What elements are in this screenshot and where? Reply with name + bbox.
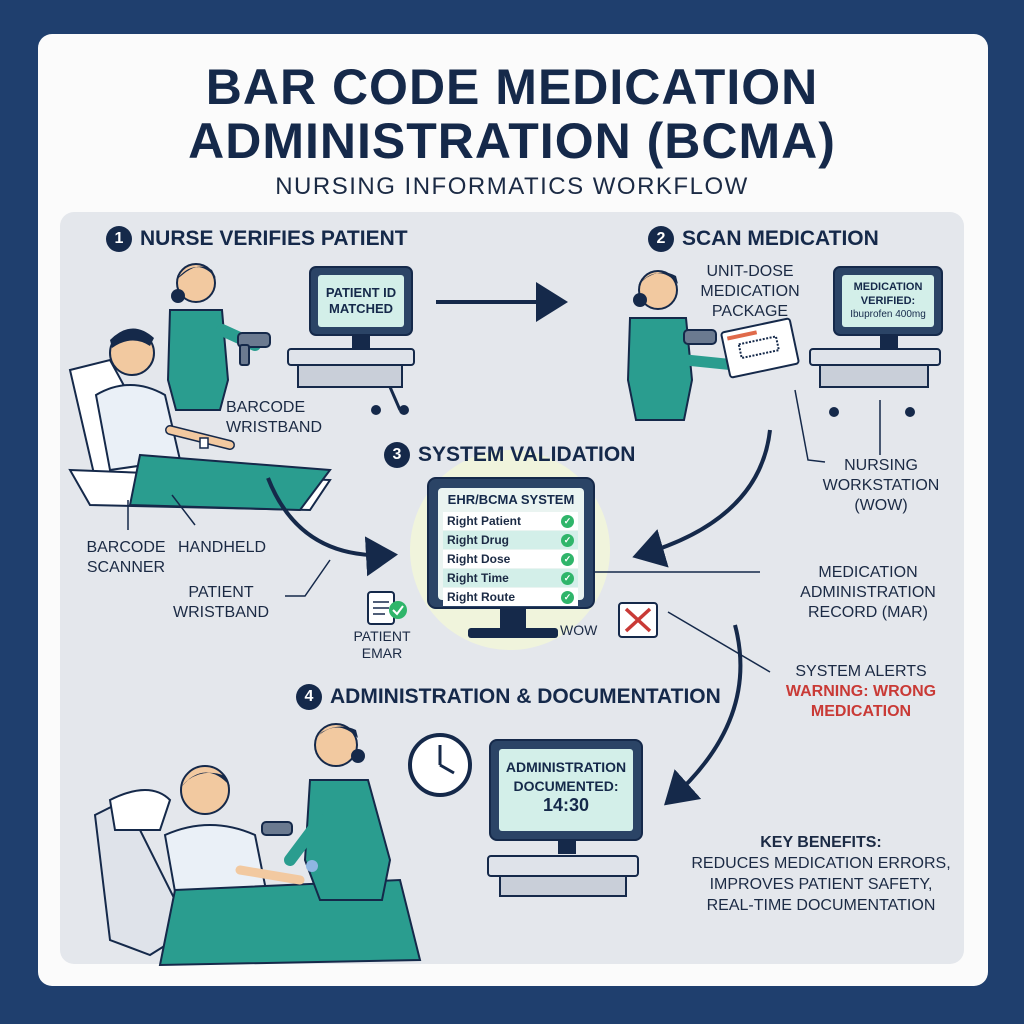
check-label: Right Dose xyxy=(447,552,511,566)
benefit-line-1: REDUCES MEDICATION ERRORS, xyxy=(691,855,951,872)
barcode-wristband-line-1: BARCODE xyxy=(226,399,306,416)
barcode-scanner-line-2: SCANNER xyxy=(86,559,166,576)
step-3-number: 3 xyxy=(384,442,410,468)
patient-emar-line-2: EMAR xyxy=(361,645,403,661)
unit-dose-line-2: MEDICATION xyxy=(700,283,800,300)
monitor-patient-id xyxy=(287,266,415,415)
admin-line-1: ADMINISTRATION xyxy=(505,759,627,775)
key-benefits-heading: KEY BENEFITS: xyxy=(760,834,882,851)
step-4-heading: 4 ADMINISTRATION & DOCUMENTATION xyxy=(296,684,721,710)
patient-bed-scene-1 xyxy=(68,328,332,512)
monitor-admin-documented xyxy=(487,739,643,897)
medication-package xyxy=(720,317,800,379)
alert-x-icon xyxy=(618,602,658,638)
nursing-workstation-line-3: (WOW) xyxy=(854,497,908,514)
barcode-scanner-line-1: BARCODE xyxy=(86,539,166,556)
title-line-1: BAR CODE MEDICATION xyxy=(205,59,819,115)
patient-wristband-line-2: WRISTBAND xyxy=(173,604,269,621)
mar-line-3: RECORD (MAR) xyxy=(808,604,928,621)
nursing-workstation-line-2: WORKSTATION xyxy=(822,477,940,494)
checkmark-icon: ✓ xyxy=(561,590,574,604)
step-2-label: SCAN MEDICATION xyxy=(682,227,879,250)
step-3-heading: 3 SYSTEM VALIDATION xyxy=(384,442,635,468)
title-line-2: ADMINISTRATION (BCMA) xyxy=(188,113,836,169)
checkmark-icon: ✓ xyxy=(561,514,574,528)
patient-bed-scene-4 xyxy=(93,765,422,967)
nursing-workstation-line-1: NURSING xyxy=(844,457,918,474)
step-1-number: 1 xyxy=(106,226,132,252)
subtitle: NURSING INFORMATICS WORKFLOW xyxy=(275,173,749,200)
mar-label: MEDICATION ADMINISTRATION RECORD (MAR) xyxy=(788,563,948,623)
med-verified-line-1: MEDICATION xyxy=(853,281,923,293)
benefit-line-2: IMPROVES PATIENT SAFETY, xyxy=(709,876,933,893)
system-alerts-label: SYSTEM ALERTS WARNING: WRONG MEDICATION xyxy=(776,662,946,722)
clock-icon xyxy=(408,733,472,797)
step-4-number: 4 xyxy=(296,684,322,710)
monitor-med-verified xyxy=(809,266,943,455)
warning-line-2: MEDICATION xyxy=(810,703,912,720)
nurse-figure-4 xyxy=(261,723,392,901)
key-benefits: KEY BENEFITS: REDUCES MEDICATION ERRORS,… xyxy=(686,832,956,916)
patient-emar-label: PATIENT EMAR xyxy=(344,628,420,662)
med-verified-line-2: VERIFIED: xyxy=(860,295,916,307)
ehr-system-title: EHR/BCMA SYSTEM xyxy=(447,492,575,507)
checkmark-icon: ✓ xyxy=(561,571,574,585)
check-row: Right Route ✓ xyxy=(443,588,578,606)
patient-wristband-line-1: PATIENT xyxy=(188,584,254,601)
step-2-number: 2 xyxy=(648,226,674,252)
barcode-scanner-label: BARCODE SCANNER xyxy=(76,538,176,578)
med-verified-drug: Ibuprofen 400mg xyxy=(850,309,926,320)
warning-line-1: WARNING: WRONG xyxy=(785,683,937,700)
patient-id-line-1: PATIENT ID xyxy=(325,285,397,300)
nursing-workstation-label: NURSING WORKSTATION (WOW) xyxy=(816,456,946,516)
patient-wristband-label: PATIENT WRISTBAND xyxy=(166,583,276,623)
step-2-heading: 2 SCAN MEDICATION xyxy=(648,226,879,252)
check-label: Right Route xyxy=(447,590,515,604)
checkmark-icon: ✓ xyxy=(561,533,574,547)
patient-id-screen: PATIENT ID MATCHED xyxy=(318,285,404,317)
check-label: Right Patient xyxy=(447,514,521,528)
handheld-label: HANDHELD xyxy=(178,539,267,556)
unit-dose-line-3: PACKAGE xyxy=(711,303,789,320)
rights-checklist: Right Patient ✓ Right Drug ✓ Right Dose ✓ R… xyxy=(443,512,578,607)
step-1-label: NURSE VERIFIES PATIENT xyxy=(140,227,408,250)
nurse-figure-1 xyxy=(166,263,271,411)
system-alerts-line: SYSTEM ALERTS xyxy=(795,663,927,680)
patient-id-line-2: MATCHED xyxy=(328,301,394,316)
check-row: Right Time ✓ xyxy=(443,569,578,587)
step-1-heading: 1 NURSE VERIFIES PATIENT xyxy=(106,226,408,252)
admin-documented-screen: ADMINISTRATION DOCUMENTED: 14:30 xyxy=(499,758,633,815)
unit-dose-label: UNIT-DOSE MEDICATION PACKAGE xyxy=(690,262,810,322)
step-3-label: SYSTEM VALIDATION xyxy=(418,443,636,466)
checkmark-icon: ✓ xyxy=(561,552,574,566)
emar-clipboard-icon xyxy=(367,591,407,625)
wow-label: WOW xyxy=(560,622,598,638)
benefit-line-3: REAL-TIME DOCUMENTATION xyxy=(706,897,936,914)
admin-time: 14:30 xyxy=(542,795,590,815)
patient-emar-line-1: PATIENT xyxy=(353,628,411,644)
check-label: Right Time xyxy=(447,571,509,585)
check-row: Right Dose ✓ xyxy=(443,550,578,568)
check-row: Right Drug ✓ xyxy=(443,531,578,549)
barcode-wristband-label: BARCODE WRISTBAND xyxy=(226,398,322,438)
check-row: Right Patient ✓ xyxy=(443,512,578,530)
step-4-label: ADMINISTRATION & DOCUMENTATION xyxy=(330,685,721,708)
admin-line-2: DOCUMENTED: xyxy=(513,778,619,794)
med-verified-screen: MEDICATION VERIFIED: Ibuprofen 400mg xyxy=(842,280,934,322)
unit-dose-line-1: UNIT-DOSE xyxy=(706,263,794,280)
check-label: Right Drug xyxy=(447,533,509,547)
mar-line-1: MEDICATION xyxy=(818,564,918,581)
barcode-wristband-line-2: WRISTBAND xyxy=(226,419,322,436)
mar-line-2: ADMINISTRATION xyxy=(800,584,936,601)
